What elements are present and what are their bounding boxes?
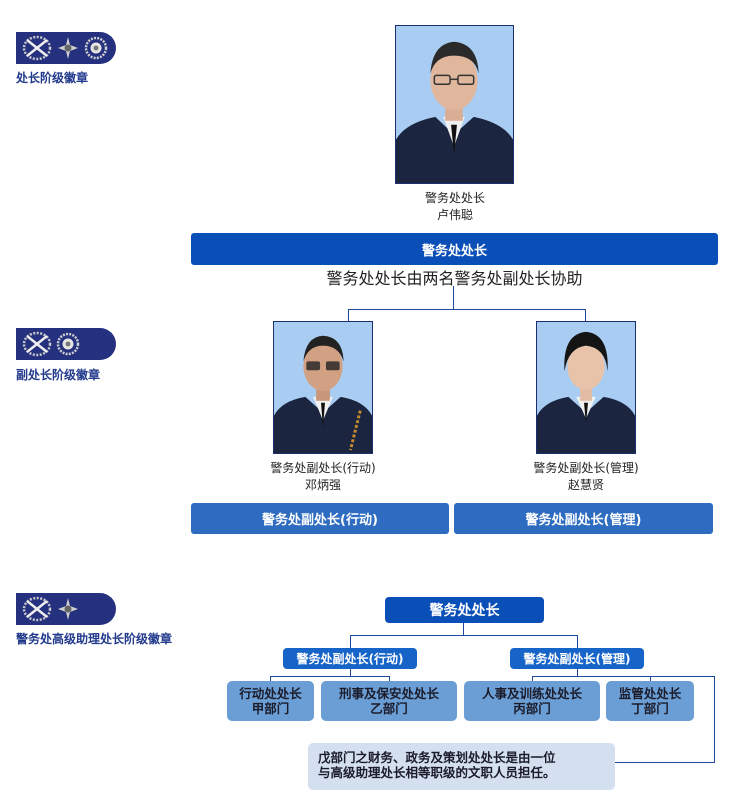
- connector-line: [532, 676, 533, 681]
- commissioner-rank-label: 处长阶级徽章: [16, 71, 89, 85]
- connector-line: [577, 635, 578, 648]
- dept-e-note-line1: 戊部门之财务、政务及策划处处长是由一位: [318, 750, 556, 765]
- crossed-batons-icon: [22, 35, 52, 61]
- org-dept-e-note: 戊部门之财务、政务及策划处处长是由一位 与高级助理处长相等职级的文职人员担任。: [308, 743, 615, 790]
- deputy-management-name: 赵慧贤: [567, 478, 604, 492]
- connector-line: [270, 676, 390, 677]
- deputy-operations-name: 邓炳强: [304, 478, 341, 492]
- deputy-operations-title: 警务处副处长(行动): [270, 461, 376, 475]
- org-dept-a-box: 行动处处长 甲部门: [227, 681, 314, 721]
- dept-a-name: 甲部门: [251, 701, 290, 716]
- deputy-rank-label: 副处长阶级徽章: [16, 368, 101, 382]
- dept-c-head: 人事及训练处处长: [481, 686, 582, 701]
- connector-line: [585, 309, 586, 321]
- dept-c-name: 丙部门: [513, 701, 551, 716]
- bauhinia-star-icon: [58, 37, 78, 59]
- connector-line: [650, 676, 651, 681]
- connector-line: [577, 669, 578, 676]
- dept-b-head: 刑事及保安处处长: [338, 686, 439, 701]
- connector-line: [389, 676, 390, 681]
- dept-e-note-line2: 与高级助理处长相等职级的文职人员担任。: [318, 765, 556, 780]
- connector-line: [270, 676, 271, 681]
- dept-b-name: 乙部门: [370, 701, 408, 716]
- senior-assistant-insignia: [16, 593, 116, 625]
- connector-line: [714, 676, 715, 763]
- deputy-management-photo: [536, 321, 636, 454]
- crossed-batons-icon: [22, 331, 52, 357]
- deputy-management-caption: 警务处副处长(管理) 赵慧贤: [511, 460, 661, 494]
- rosette-icon: [56, 332, 80, 356]
- rosette-icon: [84, 36, 108, 60]
- commissioner-photo: [395, 25, 514, 184]
- bauhinia-star-icon: [58, 598, 78, 620]
- org-dept-d-box: 监管处处长 丁部门: [606, 681, 694, 721]
- connector-line: [463, 623, 464, 635]
- connector-line: [453, 286, 454, 309]
- connector-line: [348, 309, 349, 321]
- org-dept-b-box: 刑事及保安处处长 乙部门: [321, 681, 457, 721]
- dept-a-head: 行动处处长: [239, 686, 302, 701]
- deputy-operations-bar: 警务处副处长(行动): [191, 503, 449, 534]
- connector-line: [350, 669, 351, 676]
- org-deputy-management-box: 警务处副处长(管理): [510, 648, 644, 669]
- assist-note: 警务处处长由两名警务处副处长协助: [326, 269, 583, 288]
- dept-d-head: 监管处处长: [618, 686, 682, 701]
- commissioner-name: 卢伟聪: [436, 208, 473, 222]
- connector-line: [348, 309, 586, 310]
- deputy-operations-caption: 警务处副处长(行动) 邓炳强: [248, 460, 398, 494]
- dept-d-name: 丁部门: [631, 701, 669, 716]
- commissioner-caption: 警务处处长 卢伟聪: [380, 190, 530, 224]
- org-dept-c-box: 人事及训练处处长 丙部门: [464, 681, 600, 721]
- connector-line: [350, 635, 578, 636]
- commissioner-bar: 警务处处长: [191, 233, 718, 265]
- commissioner-insignia: [16, 32, 116, 64]
- deputy-management-bar: 警务处副处长(管理): [454, 503, 713, 534]
- commissioner-title: 警务处处长: [424, 191, 485, 205]
- deputy-operations-photo: [273, 321, 373, 454]
- connector-line: [532, 676, 715, 677]
- org-deputy-operations-box: 警务处副处长(行动): [283, 648, 417, 669]
- connector-line: [350, 635, 351, 648]
- deputy-management-title: 警务处副处长(管理): [533, 461, 639, 475]
- org-commissioner-box: 警务处处长: [385, 597, 544, 623]
- senior-assistant-rank-label: 警务处高级助理处长阶级徽章: [16, 632, 173, 646]
- deputy-insignia: [16, 328, 116, 360]
- connector-line: [615, 762, 715, 763]
- crossed-batons-icon: [22, 596, 52, 622]
